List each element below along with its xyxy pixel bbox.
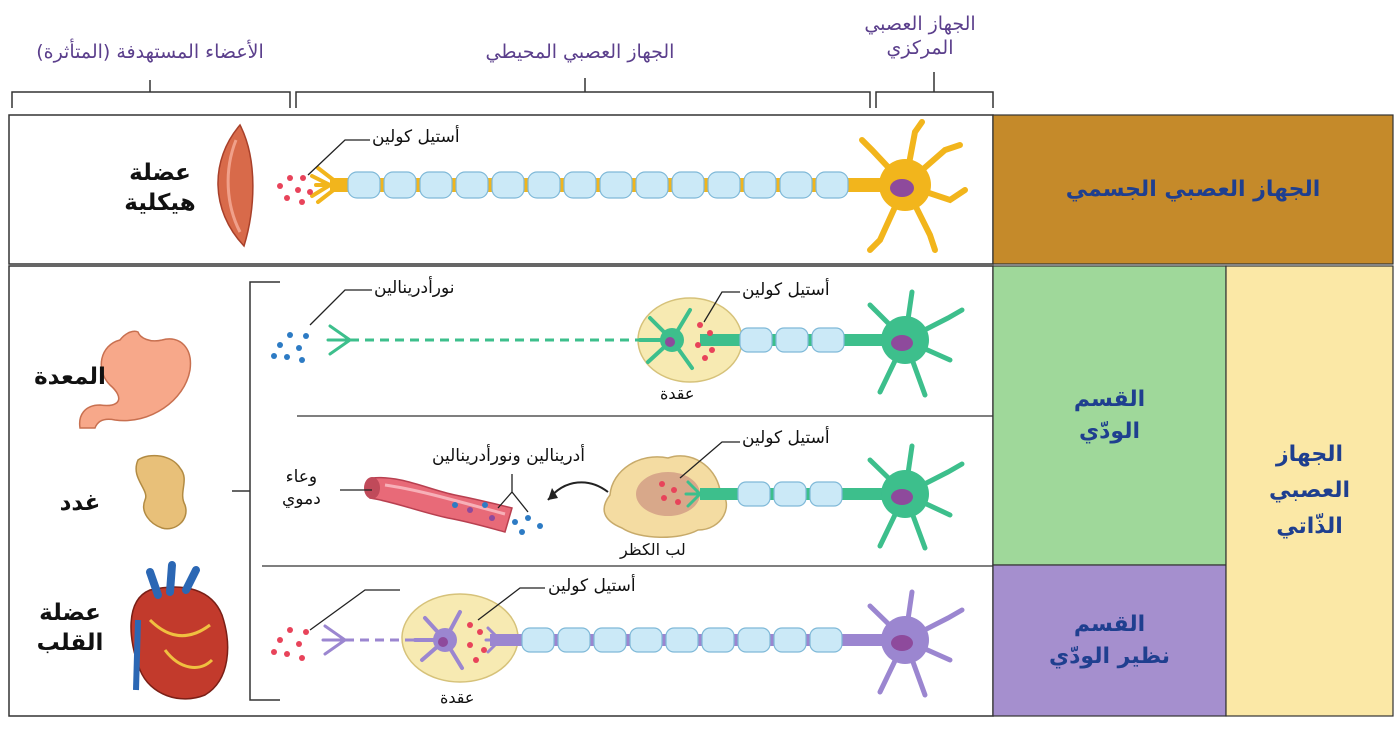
blood-vessel-line1: وعاء xyxy=(285,467,318,487)
para-ach-pointer xyxy=(477,587,545,621)
sympathetic-ne-pointer xyxy=(309,289,372,326)
adrenal-products-pointer xyxy=(497,474,529,513)
sympathetic-ach-dots xyxy=(695,322,715,361)
para-ach-label: أستيل كولين xyxy=(548,576,636,596)
heart-muscle-line2: القلب xyxy=(36,630,104,656)
adrenal-products-label: أدرينالين ونورأدرينالين xyxy=(432,446,585,466)
gland-icon xyxy=(135,454,187,530)
skeletal-muscle-line1: عضلة xyxy=(129,160,191,186)
symp-ne-label: نورأدرينالين xyxy=(374,278,455,298)
adrenal-medulla-label: لب الكظر xyxy=(620,540,686,559)
header-brackets xyxy=(11,72,994,108)
header-target-organs: الأعضاء المستهدفة (المتأثرة) xyxy=(36,41,264,63)
glands-label: غدد xyxy=(59,490,101,516)
sympathetic-division-label: القسم الودّي xyxy=(993,266,1226,565)
header-central-line1: الجهاز العصبي xyxy=(864,13,976,35)
symp-ach-label: أستيل كولين xyxy=(742,280,830,300)
somatic-ach-pointer xyxy=(307,139,370,176)
parasympathetic-neuron-icon xyxy=(413,589,965,698)
norepinephrine-dots xyxy=(271,332,309,363)
autonomic-division-label: الجهاز العصبي الذّاتي xyxy=(1226,266,1393,716)
bracket-targets xyxy=(11,80,291,108)
adrenal-neuron-icon xyxy=(684,443,965,551)
autonomic-line1: الجهاز xyxy=(1275,442,1344,467)
skeletal-muscle-label: عضلة هيكلية xyxy=(100,158,220,218)
blood-vessel-line2: دموي xyxy=(282,489,321,509)
adrenal-hormone-dots xyxy=(452,502,543,535)
header-central-line2: المركزي xyxy=(886,37,954,59)
autonomic-line3: الذّاتي xyxy=(1276,514,1343,539)
symp-ganglion-label: عقدة xyxy=(660,384,695,403)
sympathetic-line1: القسم xyxy=(1073,386,1146,412)
autonomic-line2: العصبي xyxy=(1268,478,1351,503)
sympathetic-line2: الودّي xyxy=(1078,418,1141,444)
adrenal-ach-pointer xyxy=(679,441,740,479)
blood-vessel-label: وعاء دموي xyxy=(282,466,321,510)
parasympathetic-ach-dots xyxy=(467,622,487,663)
para-ganglion-label: عقدة xyxy=(440,688,475,707)
organ-bracket xyxy=(232,281,280,701)
sympathetic-neuron-icon xyxy=(638,289,965,398)
somatic-acetylcholine-dots xyxy=(277,175,313,205)
header-peripheral-nervous-system: الجهاز العصبي المحيطي xyxy=(485,41,675,63)
parasympathetic-line2: نظير الودّي xyxy=(1048,643,1171,669)
somatic-panel xyxy=(992,114,1394,265)
stomach-icon xyxy=(78,330,192,429)
somatic-division-label: الجهاز العصبي الجسمي xyxy=(1065,176,1321,202)
stomach-label: المعدة xyxy=(34,364,106,390)
somatic-ach-label: أستيل كولين xyxy=(372,127,460,147)
bracket-peripheral xyxy=(295,78,871,108)
para-target-pointer xyxy=(309,589,400,631)
heart-icon xyxy=(130,561,229,700)
skeletal-muscle-icon xyxy=(217,123,254,248)
somatic-neuron-icon xyxy=(310,119,968,253)
autonomic-panel xyxy=(1225,265,1394,717)
adrenal-ach-label: أستيل كولين xyxy=(742,428,830,448)
skeletal-muscle-line2: هيكلية xyxy=(124,190,196,216)
parasympathetic-line1: القسم xyxy=(1073,611,1146,637)
target-ach-dots xyxy=(271,627,309,661)
sympathetic-panel xyxy=(992,265,1227,566)
heart-muscle-label: عضلة القلب xyxy=(20,598,120,658)
bracket-central xyxy=(875,72,994,108)
sympathetic-ach-pointer xyxy=(703,291,740,323)
parasympathetic-division-label: القسم نظير الودّي xyxy=(993,565,1226,716)
blood-vessel-icon xyxy=(364,476,513,533)
adrenal-ach-dots xyxy=(659,481,681,505)
header-central-nervous-system: الجهاز العصبي المركزي xyxy=(840,12,1000,60)
parasympathetic-panel xyxy=(992,564,1227,717)
heart-muscle-line1: عضلة xyxy=(39,600,101,626)
